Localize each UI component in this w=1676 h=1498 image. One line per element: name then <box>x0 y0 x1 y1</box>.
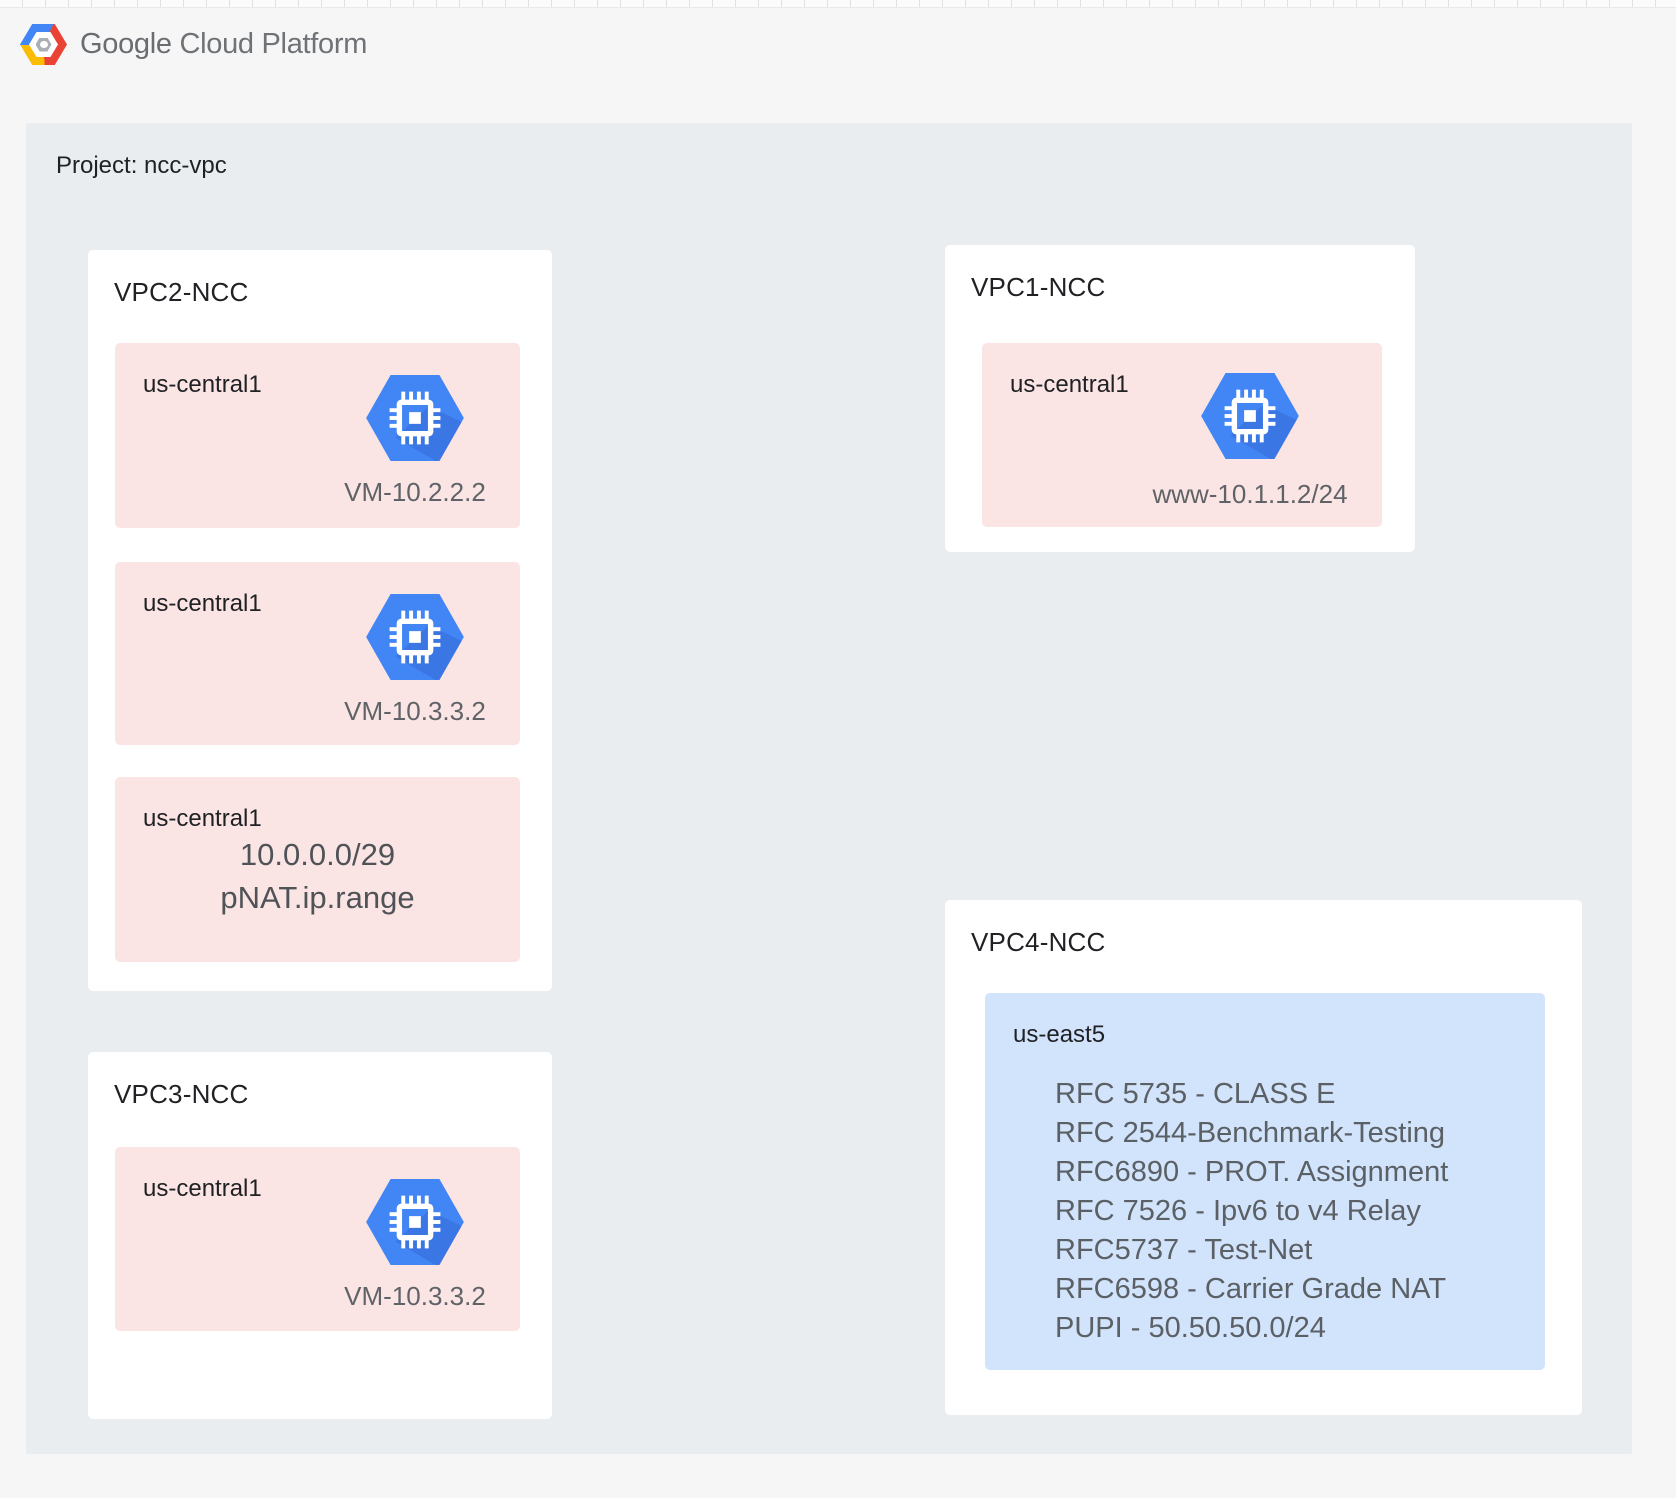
subnet-box: us-central1 10.0.0.0/29 pNAT.ip.range <box>115 777 520 962</box>
vpc-title: VPC4-NCC <box>971 927 1106 957</box>
rfc-list: RFC 5735 - CLASS E RFC 2544-Benchmark-Te… <box>1055 1075 1525 1348</box>
canvas-ruler <box>0 0 1676 8</box>
vpc-title: VPC3-NCC <box>114 1079 249 1109</box>
vpc-title: VPC1-NCC <box>971 272 1106 302</box>
subnet-box: us-central1 www-10.1.1.2/24 <box>982 343 1382 527</box>
vpc-title: VPC2-NCC <box>114 277 249 307</box>
rfc-line: RFC6598 - Carrier Grade NAT <box>1055 1273 1447 1305</box>
brand-google: Google <box>80 28 172 60</box>
compute-engine-icon <box>1200 373 1300 459</box>
vm-label: VM-10.3.3.2 <box>344 696 486 726</box>
compute-engine-icon <box>365 375 465 461</box>
gcp-header: Google Cloud Platform <box>20 24 367 65</box>
gcp-logo-center-dot <box>39 41 48 48</box>
gcp-logo-icon <box>20 24 67 65</box>
region-label: us-central1 <box>143 805 262 832</box>
subnet-box: us-central1 VM-10.2.2.2 <box>115 343 520 528</box>
vpc-box-vpc2-ncc: VPC2-NCC us-central1 VM-10.2.2.2 us-cent… <box>88 250 552 991</box>
region-label: us-east5 <box>1013 1021 1106 1048</box>
ip-range-line: pNAT.ip.range <box>220 880 415 915</box>
rfc-line: PUPI - 50.50.50.0/24 <box>1055 1312 1326 1344</box>
brand-text: Google Cloud Platform <box>80 28 367 61</box>
region-label: us-central1 <box>143 371 262 398</box>
ip-range-lines: 10.0.0.0/29 pNAT.ip.range <box>115 833 520 919</box>
subnet-box: us-east5 RFC 5735 - CLASS E RFC 2544-Ben… <box>985 993 1545 1370</box>
rfc-line: RFC 7526 - Ipv6 to v4 Relay <box>1055 1195 1421 1227</box>
region-label: us-central1 <box>143 1175 262 1202</box>
vpc-box-vpc1-ncc: VPC1-NCC us-central1 www-10.1.1.2/24 <box>945 245 1415 552</box>
vpc-box-vpc4-ncc: VPC4-NCC us-east5 RFC 5735 - CLASS E RFC… <box>945 900 1582 1415</box>
rfc-line: RFC 2544-Benchmark-Testing <box>1055 1117 1446 1149</box>
vm-label: VM-10.2.2.2 <box>344 477 486 507</box>
compute-engine-icon <box>365 1179 465 1265</box>
subnet-box: us-central1 VM-10.3.3.2 <box>115 1147 520 1331</box>
region-label: us-central1 <box>143 590 262 617</box>
rfc-line: RFC5737 - Test-Net <box>1055 1234 1313 1266</box>
vm-label: www-10.1.1.2/24 <box>1152 479 1348 509</box>
project-label: Project: ncc-vpc <box>56 152 227 179</box>
rfc-line: RFC6890 - PROT. Assignment <box>1055 1156 1449 1188</box>
compute-engine-icon <box>365 594 465 680</box>
project-container: Project: ncc-vpc VPC2-NCC us-central1 VM… <box>26 123 1632 1454</box>
brand-cloud-platform: Cloud Platform <box>179 28 368 60</box>
region-label: us-central1 <box>1010 371 1129 398</box>
rfc-line: RFC 5735 - CLASS E <box>1055 1078 1336 1110</box>
vpc-box-vpc3-ncc: VPC3-NCC us-central1 VM-10.3.3.2 <box>88 1052 552 1419</box>
ip-range-line: 10.0.0.0/29 <box>239 837 396 872</box>
vm-label: VM-10.3.3.2 <box>344 1281 486 1311</box>
subnet-box: us-central1 VM-10.3.3.2 <box>115 562 520 745</box>
